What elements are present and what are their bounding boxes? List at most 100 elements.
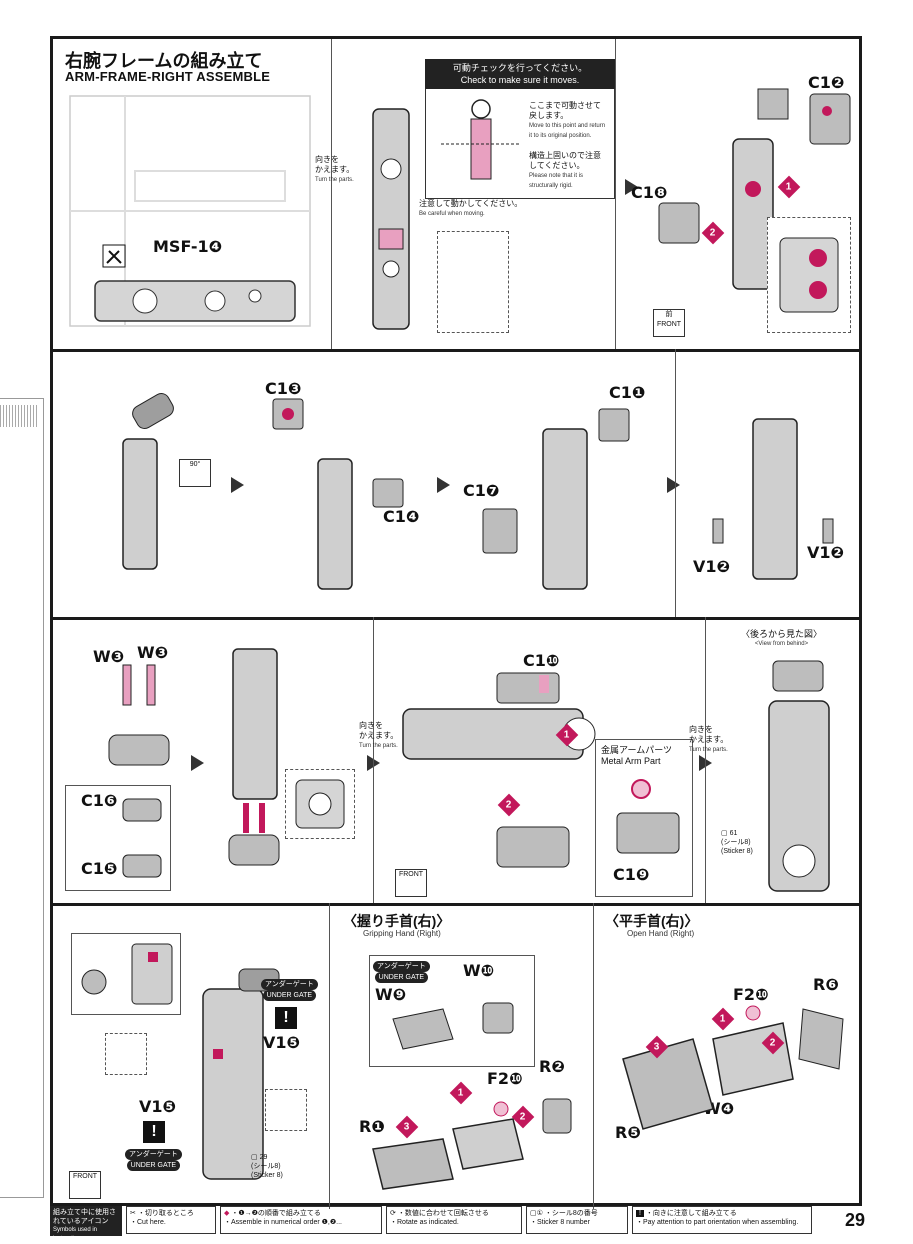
part-label-f210: F2❿: [487, 1069, 523, 1088]
legend-orientation: ! ・向きに注意して組み立てる・Pay attention to part or…: [632, 1206, 812, 1234]
previous-page-edge: [0, 398, 44, 1198]
part-label-w9: W❾: [375, 985, 407, 1004]
metal-arm-part-label: 金属アームパーツ Metal Arm Part: [601, 745, 673, 766]
part-label-w10: W❿: [463, 961, 495, 980]
icon-legend: 組み立て中に使用されているアイコン Symbols used in instru…: [50, 1206, 862, 1242]
joint-detail: [437, 231, 509, 333]
careful-note: 注意して動かしてください。 Be careful when moving.: [419, 199, 523, 217]
v15-left-detail: [105, 1033, 147, 1075]
legend-sticker: ▢① ・シール8の番号・Sticker 8 number: [526, 1206, 628, 1234]
part-label-r2: R❷: [539, 1057, 565, 1076]
arm-frame-c1-assembly: [732, 88, 789, 290]
sticker-icon: ▢①: [530, 1210, 543, 1217]
part-label-r6: R❻: [813, 975, 839, 994]
legend-order: ◆ ・❶→❷の順番で組み立てる・Assemble in numerical or…: [220, 1206, 382, 1234]
part-label-v15-right: V1❺: [263, 1033, 301, 1052]
turn-note: 向きを かえます。 Turn the parts.: [315, 155, 355, 183]
col-divider: [593, 903, 594, 1209]
order-icon: ◆: [224, 1210, 230, 1217]
page-number: 29: [845, 1210, 866, 1230]
turn-note: 向きを かえます。 Turn the parts.: [359, 721, 399, 749]
turn-note-2: 向きを かえます。 Turn the parts.: [689, 725, 729, 753]
callout-heading: 可動チェックを行ってください。 Check to make sure it mo…: [425, 59, 615, 89]
move-point-note: ここまで可動させて 戻します。 Move to this point and r…: [529, 101, 606, 139]
orientation-warning-icon: !: [275, 1007, 297, 1029]
arm-frame-v15: [202, 968, 280, 1180]
runner-label: MSF-1❹: [153, 237, 223, 256]
arm-frame-v12: [712, 418, 834, 580]
cut-icon: ✂: [130, 1210, 136, 1217]
rotate-icon: ⟳: [390, 1210, 396, 1217]
sticker-note: ▢ 61 (シール8) (Sticker 8): [721, 830, 753, 855]
cut-icon: [102, 244, 126, 268]
c1-part-top: [809, 93, 851, 145]
part-label-r1: R❶: [359, 1117, 385, 1136]
arm-frame-upright: [372, 108, 410, 330]
part-label-c13: C1❸: [265, 379, 302, 398]
legend-cut: ✂ ・切り取るところ・Cut here.: [126, 1206, 216, 1234]
c15-c16-parts: [122, 798, 162, 878]
v15-right-detail: [265, 1089, 307, 1131]
legend-rotate: ⟳ ・数値に合わせて回転させる・Rotate as indicated.: [386, 1206, 522, 1234]
part-label-r5: R❺: [615, 1123, 641, 1142]
col-divider: [615, 39, 616, 349]
rigid-note: 構造上固いので注意 してください。 Please note that it is…: [529, 151, 601, 189]
open-hand-title-en: Open Hand (Right): [627, 929, 695, 938]
arm-frame-c11-c17: [482, 408, 630, 590]
metal-arm-part: [616, 779, 680, 854]
col-divider: [331, 39, 332, 349]
step-arrow: [625, 179, 638, 195]
part-label-v12-right: V1❷: [807, 543, 845, 562]
legend-title: 組み立て中に使用されているアイコン Symbols used in instru…: [50, 1206, 122, 1242]
row-divider: [53, 617, 859, 620]
front-direction-badge: FRONT: [69, 1171, 101, 1199]
arm-frame-rotate: [122, 393, 174, 570]
c110-top-part: [496, 672, 560, 704]
part-label-c16: C1❻: [81, 791, 118, 810]
part-label-v15-left: V1❺: [139, 1097, 177, 1116]
part-label-c12: C1❷: [808, 73, 845, 92]
part-label-w3-left: W❸: [93, 647, 125, 666]
part-label-c18: C1❽: [631, 183, 668, 202]
step-arrow: [437, 477, 450, 493]
open-hand-title: 〈平手首(右)〉: [605, 913, 699, 929]
page-title-en: ARM-FRAME-RIGHT ASSEMBLE: [65, 69, 271, 84]
rotate-icon: 90°: [179, 459, 211, 487]
part-label-w3-right: W❸: [137, 643, 169, 662]
col-divider: [373, 617, 374, 903]
front-direction-badge: 前 FRONT: [653, 309, 685, 337]
col-divider: [675, 349, 676, 617]
c1-part-left: [658, 202, 700, 244]
part-label-v12-left: V1❷: [693, 557, 731, 576]
step-arrow: [191, 755, 204, 771]
gripping-hand-assembly: [372, 1098, 572, 1190]
base-top-detail: [285, 769, 355, 839]
open-hand-assembly: [622, 1005, 844, 1130]
step-arrow: [667, 477, 680, 493]
back-view-title: 〈後ろから見た図〉 <View from behind>: [741, 629, 823, 647]
col-divider: [705, 617, 706, 903]
joint-insert-detail: [71, 933, 181, 1015]
elbow-joint-check: [441, 99, 521, 180]
row-divider: [53, 349, 859, 352]
warning-icon: !: [636, 1210, 644, 1217]
front-direction-badge: FRONT: [395, 869, 427, 897]
instruction-page: 右腕フレームの組み立て ARM-FRAME-RIGHT ASSEMBLE MSF…: [50, 36, 862, 1209]
row-divider: [53, 903, 859, 906]
gripping-hand-title-en: Gripping Hand (Right): [363, 929, 441, 938]
part-label-c110: C1❿: [523, 651, 560, 670]
arm-frame-base-attach: [228, 648, 280, 866]
part-label-c11: C1❶: [609, 383, 646, 402]
lower-arm-shell: [496, 826, 570, 868]
part-label-c17: C1❼: [463, 481, 500, 500]
arm-frame-c13-c14: [272, 398, 404, 590]
gripping-hand-parts: [392, 1002, 514, 1050]
sticker-note: ▢ 29 (シール8) (Sticker 8): [251, 1154, 283, 1179]
c12-detail: [767, 217, 851, 333]
arm-back-view: [768, 660, 830, 892]
part-label-c14: C1❹: [383, 507, 420, 526]
part-label-c15: C1❺: [81, 859, 118, 878]
